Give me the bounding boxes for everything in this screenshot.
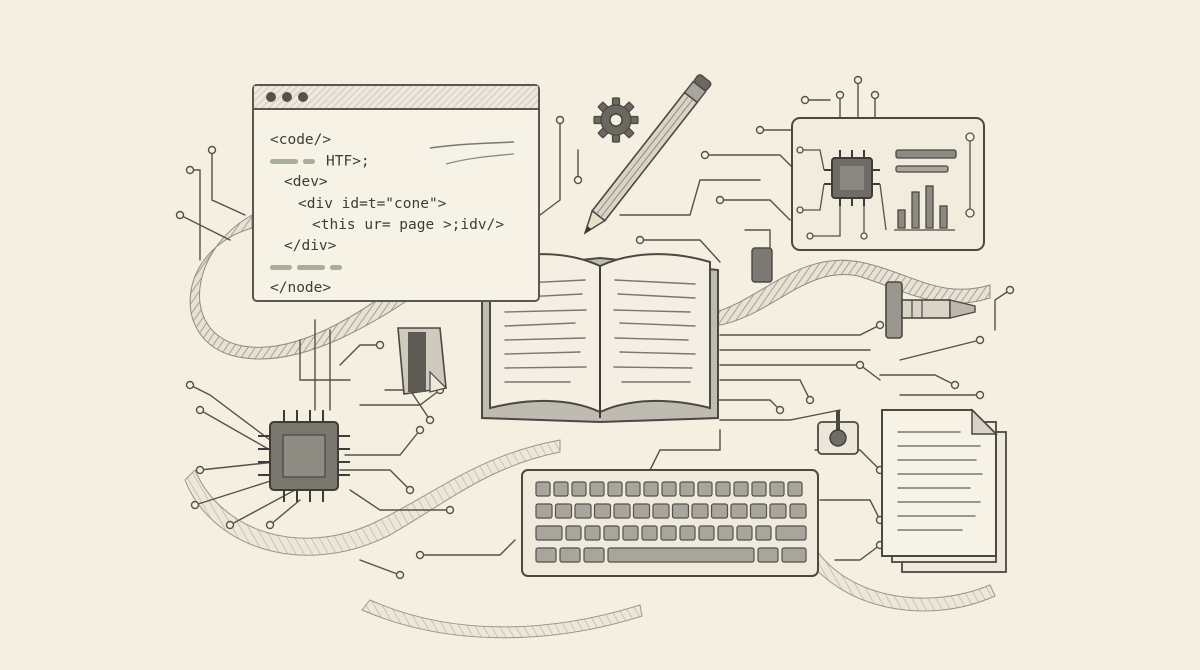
keyboard-key — [535, 525, 563, 541]
card-icon — [397, 327, 448, 395]
code-line: <div id=t="cone"> — [270, 194, 504, 215]
keyboard-key — [553, 481, 569, 497]
keyboard-key — [749, 503, 768, 519]
code-text: </div> — [284, 237, 337, 254]
keyboard-key — [736, 525, 753, 541]
keyboard-key — [565, 525, 582, 541]
keyboard-key — [607, 481, 623, 497]
keyboard-key — [781, 547, 807, 563]
pencil-icon — [583, 74, 712, 235]
keyboard-key — [607, 547, 755, 563]
keyboard-key — [625, 481, 641, 497]
window-dot — [266, 92, 276, 102]
keyboard-key — [730, 503, 748, 519]
keyboard-key — [789, 503, 807, 519]
open-book-icon — [481, 253, 719, 424]
gear-icon — [593, 97, 639, 143]
code-text: <dev> — [284, 174, 328, 191]
keyboard-key — [751, 481, 767, 497]
code-line: HTF>; — [270, 151, 504, 172]
keyboard-key — [641, 525, 658, 541]
code-text: HTF>; — [326, 153, 370, 170]
keyboard-key — [679, 481, 695, 497]
circuit-traces — [179, 79, 1011, 576]
window-dot — [298, 92, 308, 102]
keyboard-key — [554, 503, 573, 519]
usb-connector-icon — [885, 281, 976, 339]
keyboard-key — [603, 525, 620, 541]
keyboard-key — [593, 503, 612, 519]
keyboard-key — [652, 503, 670, 519]
keyboard-icon — [521, 469, 819, 577]
sketch-strokes — [429, 141, 515, 165]
keyboard-key — [671, 503, 690, 519]
board-microchip-icon — [824, 150, 880, 206]
code-placeholder — [270, 257, 347, 278]
microchip-icon — [258, 410, 350, 502]
keyboard-key — [589, 481, 605, 497]
keyboard-key — [769, 503, 787, 519]
keyboard-key — [583, 547, 605, 563]
keyboard-key — [574, 503, 592, 519]
code-placeholder — [270, 151, 320, 172]
keyboard-key — [535, 481, 551, 497]
keyboard-key — [643, 481, 659, 497]
code-line: <dev> — [270, 172, 504, 193]
window-title-bar — [254, 86, 538, 110]
code-text: <this ur= page >;idv/> — [312, 216, 505, 233]
code-line — [270, 257, 504, 278]
keyboard-key — [622, 525, 639, 541]
keyboard-key — [571, 481, 587, 497]
keyboard-key — [661, 481, 677, 497]
code-line: </node> — [270, 278, 504, 299]
keyboard-key — [584, 525, 601, 541]
flowing-ribbons — [184, 214, 996, 639]
keyboard-key — [535, 503, 553, 519]
keyboard-key — [535, 547, 557, 563]
keyboard-key — [755, 525, 772, 541]
keyboard-key — [660, 525, 677, 541]
code-text: <code/> — [270, 132, 332, 148]
keyboard-key — [613, 503, 631, 519]
code-window-icon: <code/> HTF>; <dev> <div id=t="cone"> <this … — [252, 84, 540, 302]
keyboard-key — [691, 503, 709, 519]
document-stack-icon — [881, 408, 1007, 573]
keyboard-key — [697, 481, 713, 497]
keyboard-key — [698, 525, 715, 541]
component-icon — [751, 247, 773, 283]
code-text: </node> — [270, 280, 332, 297]
keyboard-key — [559, 547, 581, 563]
code-text: <div id=t="cone"> — [298, 195, 447, 212]
bar-chart-icon — [894, 149, 957, 231]
code-line: </div> — [270, 236, 504, 257]
keyboard-key — [679, 525, 696, 541]
keyboard-key — [787, 481, 803, 497]
circuit-board-icon — [791, 117, 985, 251]
code-lines: <code/> HTF>; <dev> <div id=t="cone"> <this … — [270, 130, 504, 300]
keyboard-key — [632, 503, 651, 519]
keyboard-key — [715, 481, 731, 497]
code-line: <this ur= page >;idv/> — [270, 215, 504, 236]
window-dot — [282, 92, 292, 102]
keyboard-key — [769, 481, 785, 497]
keyboard-key — [757, 547, 779, 563]
keyboard-key — [710, 503, 729, 519]
keyboard-key — [717, 525, 734, 541]
code-line: <code/> — [270, 130, 504, 151]
joystick-icon — [817, 410, 859, 455]
keyboard-key — [733, 481, 749, 497]
keyboard-key — [775, 525, 807, 541]
